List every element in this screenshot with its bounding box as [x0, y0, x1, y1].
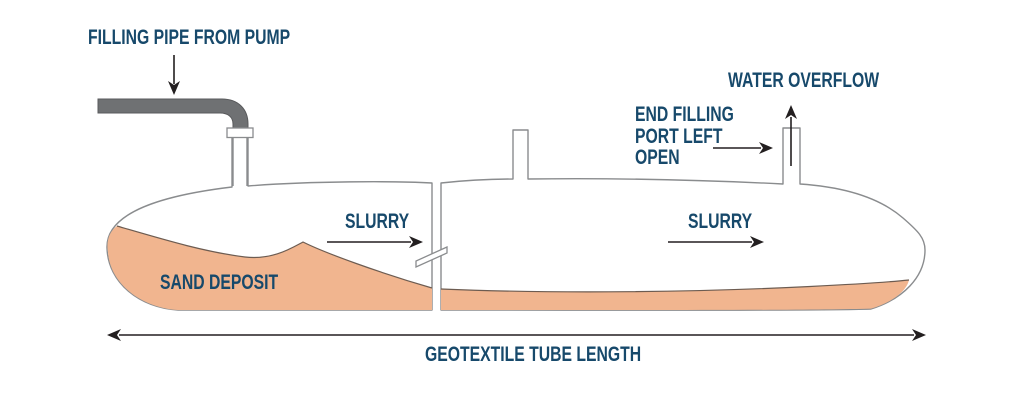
end-filling-port-label-line3: OPEN	[635, 146, 680, 169]
tube-length-label-text: GEOTEXTILE TUBE LENGTH	[425, 343, 642, 366]
slurry-arrow-right	[668, 236, 764, 248]
break-symbol	[415, 245, 448, 269]
slurry-label-right-text: SLURRY	[688, 210, 753, 233]
slurry-label-left: SLURRY	[345, 211, 431, 232]
filling-pipe	[97, 98, 249, 130]
filling-pipe-arrow	[168, 55, 180, 95]
filling-port-flange	[226, 127, 254, 139]
water-overflow-label-text: WATER OVERFLOW	[728, 69, 880, 92]
sand-surface-line-left	[116, 225, 433, 289]
filling-pipe-label-text: FILLING PIPE FROM PUMP	[88, 26, 291, 49]
sand-deposit-label: SAND DEPOSIT	[160, 272, 318, 293]
water-overflow-arrow	[785, 105, 797, 166]
slurry-arrow-left	[327, 236, 423, 248]
filling-port	[232, 137, 248, 186]
filling-pipe-label: FILLING PIPE FROM PUMP	[88, 27, 358, 48]
water-overflow-label: WATER OVERFLOW	[728, 70, 929, 91]
slurry-label-left-text: SLURRY	[345, 210, 410, 233]
tube-length-dimension-arrow	[107, 329, 926, 341]
sand-surface-line-right	[440, 279, 910, 293]
slurry-label-right: SLURRY	[688, 211, 774, 232]
tube-right-section	[440, 127, 926, 311]
end-filling-port-label-line2: PORT LEFT	[635, 124, 723, 148]
end-filling-port-label: END FILLING PORT LEFT OPEN	[635, 104, 767, 169]
sand-deposit-label-text: SAND DEPOSIT	[160, 271, 279, 294]
tube-length-label: GEOTEXTILE TUBE LENGTH	[425, 344, 713, 365]
sand-deposit-left	[107, 226, 432, 310]
end-filling-port-label-line1: END FILLING	[635, 103, 734, 126]
end-filling-port-arrow	[713, 142, 773, 154]
